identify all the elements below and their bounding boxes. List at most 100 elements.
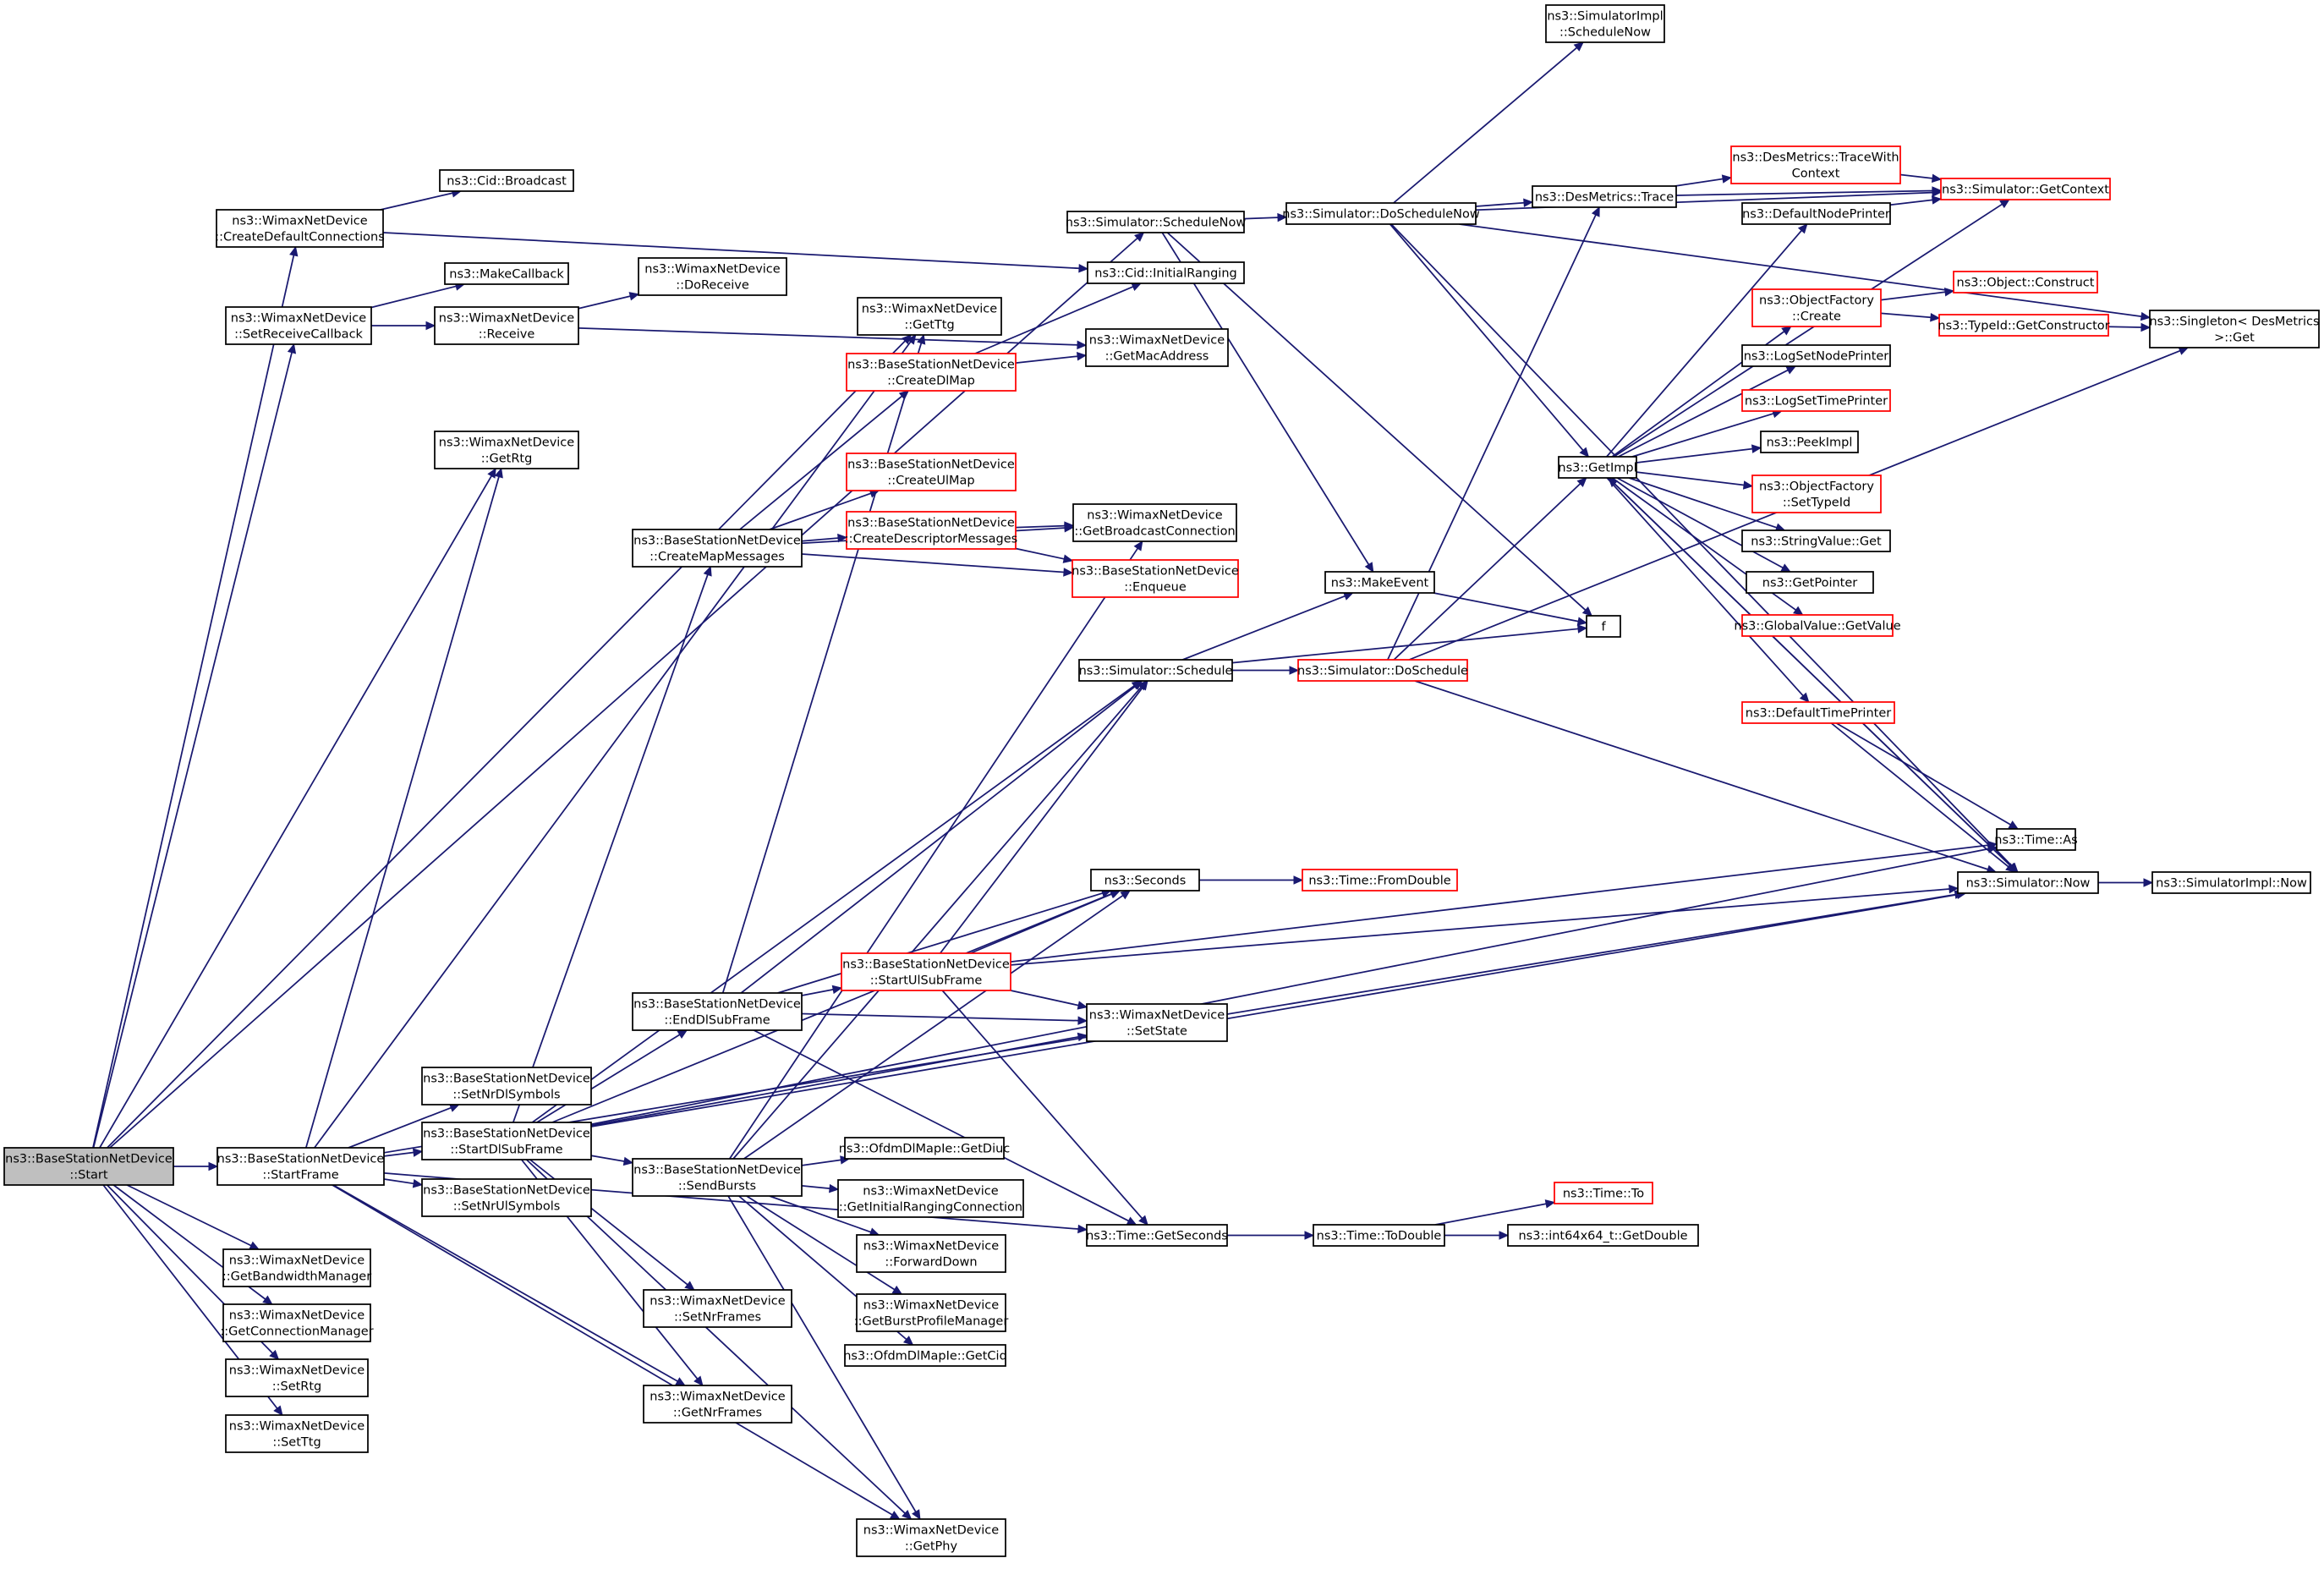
call-edge-timeToDouble-to-int64GetDouble [1444, 1231, 1510, 1240]
node-f[interactable]: f [1586, 615, 1621, 638]
node-getPointer[interactable]: ns3::GetPointer [1746, 571, 1874, 594]
node-schedule[interactable]: ns3::Simulator::Schedule [1078, 659, 1233, 682]
node-box [1730, 145, 1901, 184]
node-typeIdGetConstructor[interactable]: ns3::TypeId::GetConstructor [1938, 314, 2110, 337]
node-setNrUlSymbols[interactable]: ns3::BaseStationNetDevice::SetNrUlSymbol… [421, 1178, 592, 1217]
node-label: ns3::WimaxNetDevice [439, 312, 574, 326]
arrowhead-icon [1949, 884, 1960, 894]
node-box [837, 1179, 1024, 1218]
node-timeToDouble[interactable]: ns3::Time::ToDouble [1313, 1224, 1445, 1247]
node-setNrFrames[interactable]: ns3::WimaxNetDevice::SetNrFrames [643, 1289, 792, 1328]
node-makeCallback[interactable]: ns3::MakeCallback [444, 262, 569, 285]
call-edge-line [92, 255, 295, 1149]
node-getRtg[interactable]: ns3::WimaxNetDevice::GetRtg [434, 431, 579, 469]
node-timeFromDouble[interactable]: ns3::Time::FromDouble [1302, 869, 1458, 892]
node-endDlSubFrame[interactable]: ns3::BaseStationNetDevice::EndDlSubFrame [632, 992, 803, 1031]
call-edge-line [578, 295, 631, 310]
node-cidBroadcast[interactable]: ns3::Cid::Broadcast [439, 169, 574, 192]
node-setNrDlSymbols[interactable]: ns3::BaseStationNetDevice::SetNrDlSymbol… [421, 1067, 592, 1105]
node-objectConstruct[interactable]: ns3::Object::Construct [1953, 271, 2098, 294]
node-createDlMap[interactable]: ns3::BaseStationNetDevice::CreateDlMap [846, 353, 1017, 392]
node-stringValueGet[interactable]: ns3::StringValue::Get [1741, 529, 1891, 552]
node-box [1087, 261, 1245, 284]
node-box [1313, 1224, 1445, 1247]
node-globalValueGetValue[interactable]: ns3::GlobalValue::GetValue [1734, 614, 1901, 637]
node-setState[interactable]: ns3::WimaxNetDevice::SetState [1086, 1003, 1228, 1042]
node-scheduleNow[interactable]: ns3::Simulator::ScheduleNow [1066, 211, 1247, 233]
node-box [217, 1147, 385, 1186]
node-getSeconds[interactable]: ns3::Time::GetSeconds [1086, 1224, 1228, 1247]
node-makeEvent[interactable]: ns3::MakeEvent [1324, 571, 1435, 594]
node-label: ns3::BaseStationNetDevice [633, 1164, 801, 1177]
node-getPhy[interactable]: ns3::WimaxNetDevice::GetPhy [856, 1518, 1006, 1557]
arrowhead-icon [912, 1509, 921, 1521]
node-doSchedule[interactable]: ns3::Simulator::DoSchedule [1297, 659, 1468, 682]
call-edge-line [332, 1184, 893, 1516]
node-logSetTimePrinter[interactable]: ns3::LogSetTimePrinter [1741, 389, 1891, 412]
node-startUlSubFrame[interactable]: ns3::BaseStationNetDevice::StartUlSubFra… [841, 952, 1011, 991]
node-simImplScheduleNow[interactable]: ns3::SimulatorImpl::ScheduleNow [1545, 4, 1665, 43]
node-label: ::Start [69, 1169, 108, 1182]
node-objFactorySetTypeId[interactable]: ns3::ObjectFactory::SetTypeId [1751, 475, 1882, 513]
node-int64GetDouble[interactable]: ns3::int64x64_t::GetDouble [1507, 1224, 1699, 1247]
node-label: ns3::BaseStationNetDevice [423, 1073, 590, 1086]
node-getTtg[interactable]: ns3::WimaxNetDevice::GetTtg [857, 297, 1002, 336]
node-createMapMessages[interactable]: ns3::BaseStationNetDevice::CreateMapMess… [632, 529, 803, 568]
node-doReceive[interactable]: ns3::WimaxNetDevice::DoReceive [638, 257, 787, 296]
node-singletonGet[interactable]: ns3::Singleton< DesMetrics>::Get [2149, 310, 2320, 348]
node-box [1940, 178, 2111, 200]
call-edge-line [1614, 483, 2018, 873]
node-getInitRangingConn[interactable]: ns3::WimaxNetDevice::GetInitialRangingCo… [837, 1179, 1024, 1218]
node-sendBursts[interactable]: ns3::BaseStationNetDevice::SendBursts [632, 1158, 803, 1197]
node-getImpl[interactable]: ns3::GetImpl [1558, 456, 1637, 479]
node-label: ns3::Time::As [1994, 834, 2077, 848]
node-getCid[interactable]: ns3::OfdmDlMapIe::GetCid [843, 1344, 1007, 1367]
node-getNrFrames[interactable]: ns3::WimaxNetDevice::GetNrFrames [643, 1385, 792, 1424]
node-getBandwidthMgr[interactable]: ns3::WimaxNetDevice::GetBandwidthManager [222, 1248, 371, 1287]
node-root[interactable]: ns3::BaseStationNetDevice::Start [3, 1147, 174, 1186]
node-seconds[interactable]: ns3::Seconds [1090, 869, 1200, 892]
node-createUlMap[interactable]: ns3::BaseStationNetDevice::CreateUlMap [846, 453, 1017, 491]
node-receive[interactable]: ns3::WimaxNetDevice::Receive [434, 306, 579, 345]
node-doScheduleNow[interactable]: ns3::Simulator::DoScheduleNow [1282, 202, 1480, 225]
node-box [1741, 614, 1894, 637]
node-box [1072, 503, 1237, 542]
node-timeAs[interactable]: ns3::Time::As [1994, 828, 2078, 851]
node-startFrame[interactable]: ns3::BaseStationNetDevice::StartFrame [217, 1147, 385, 1186]
node-timeTo[interactable]: ns3::Time::To [1554, 1182, 1653, 1204]
node-getConnMgr[interactable]: ns3::WimaxNetDevice::GetConnectionManage… [220, 1303, 374, 1342]
node-getBurstProfileMgr[interactable]: ns3::WimaxNetDevice::GetBurstProfileMana… [854, 1293, 1009, 1332]
call-edge-doScheduleNow-to-getImpl [1389, 223, 1590, 458]
node-setTtg[interactable]: ns3::WimaxNetDevice::SetTtg [225, 1414, 369, 1453]
node-enqueue[interactable]: ns3::BaseStationNetDevice::Enqueue [1072, 559, 1239, 598]
node-simImplNow[interactable]: ns3::SimulatorImpl::Now [2151, 871, 2311, 894]
node-box [632, 1158, 803, 1197]
node-simulatorNow[interactable]: ns3::Simulator::Now [1957, 871, 2099, 894]
node-cidInitialRanging[interactable]: ns3::Cid::InitialRanging [1087, 261, 1245, 284]
node-defaultNodePrinter[interactable]: ns3::DefaultNodePrinter [1741, 202, 1891, 225]
call-edge-startUlSubFrame-to-getSeconds [941, 990, 1148, 1226]
node-getBroadcastConn[interactable]: ns3::WimaxNetDevice::GetBroadcastConnect… [1072, 503, 1237, 542]
node-label: ns3::WimaxNetDevice [863, 1240, 999, 1254]
node-getMacAddress[interactable]: ns3::WimaxNetDevice::GetMacAddress [1085, 328, 1229, 367]
node-createDescMsgs[interactable]: ns3::BaseStationNetDevice::CreateDescrip… [845, 511, 1017, 550]
node-getDiuc[interactable]: ns3::OfdmDlMapIe::GetDiuc [839, 1137, 1011, 1160]
arrowhead-icon [1277, 212, 1288, 222]
node-peekImpl[interactable]: ns3::PeekImpl [1760, 431, 1859, 453]
node-setRtg[interactable]: ns3::WimaxNetDevice::SetRtg [225, 1358, 369, 1397]
node-getContext[interactable]: ns3::Simulator::GetContext [1940, 178, 2111, 200]
arrowhead-icon [287, 343, 297, 354]
node-createDefaultConn[interactable]: ns3::WimaxNetDevice::CreateDefaultConnec… [215, 209, 385, 248]
node-defaultTimePrinter[interactable]: ns3::DefaultTimePrinter [1741, 701, 1895, 724]
call-edge-getSeconds-to-timeToDouble [1227, 1231, 1315, 1240]
node-label: ::GetNrFrames [673, 1407, 762, 1420]
node-box [638, 257, 787, 296]
node-objFactoryCreate[interactable]: ns3::ObjectFactory::Create [1751, 288, 1882, 327]
node-startDlSubFrame[interactable]: ns3::BaseStationNetDevice::StartDlSubFra… [421, 1122, 592, 1160]
arrowhead-icon [1576, 617, 1588, 626]
node-setReceiveCallback[interactable]: ns3::WimaxNetDevice::SetReceiveCallback [225, 306, 372, 345]
node-forwardDown[interactable]: ns3::WimaxNetDevice::ForwardDown [856, 1234, 1006, 1273]
node-desMetricsTrace[interactable]: ns3::DesMetrics::Trace [1532, 185, 1677, 208]
node-logSetNodePrinter[interactable]: ns3::LogSetNodePrinter [1741, 344, 1891, 367]
